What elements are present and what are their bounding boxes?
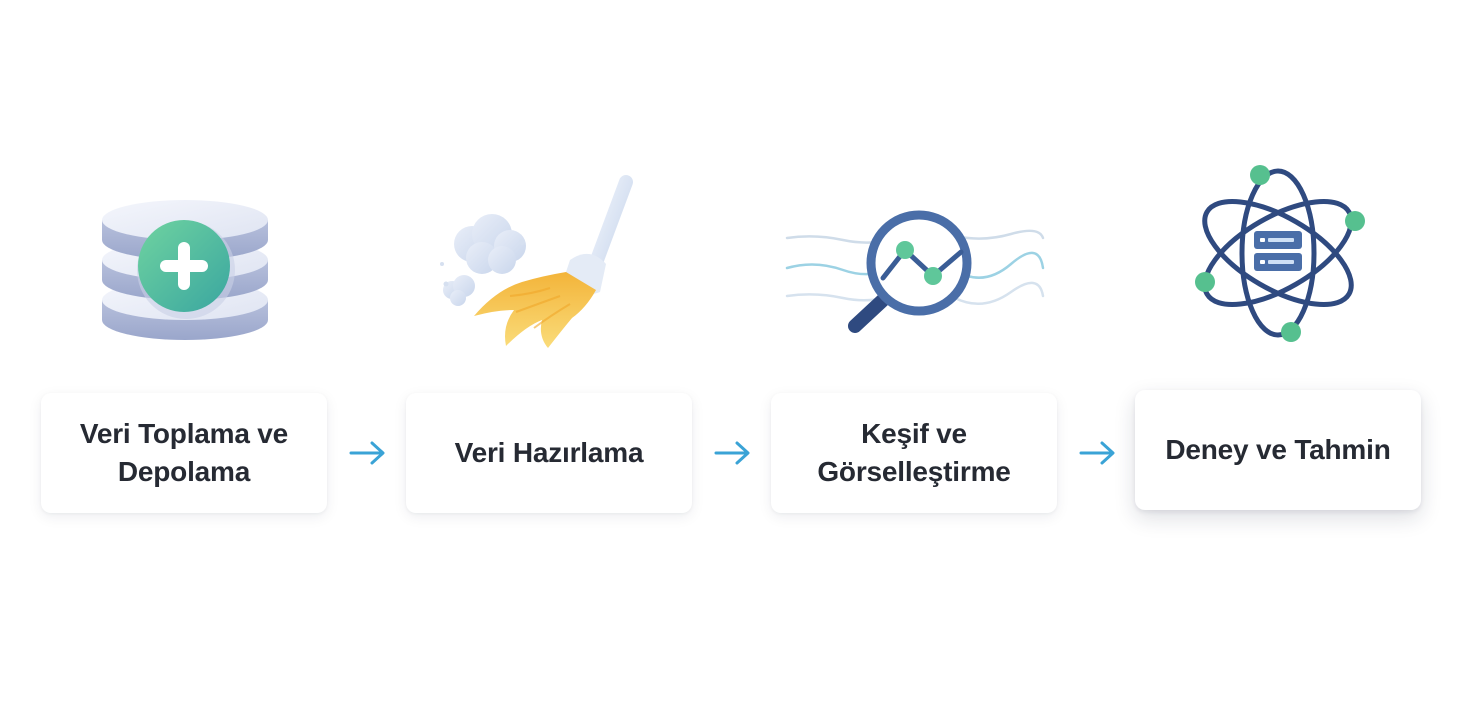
magnifier-chart-icon bbox=[785, 160, 1047, 350]
arrow-right-icon bbox=[713, 438, 753, 468]
step-label: Veri Hazırlama bbox=[454, 437, 644, 468]
step-card-kesif: Keşif ve Görselleştirme bbox=[771, 393, 1057, 513]
arrow-right-icon bbox=[348, 438, 388, 468]
step-card-veri-hazirlama: Veri Hazırlama bbox=[406, 393, 692, 513]
step-label: Deney ve Tahmin bbox=[1165, 434, 1391, 465]
step-card-deney-tahmin: Deney ve Tahmin bbox=[1135, 390, 1421, 510]
step-label: Keşif ve Görselleştirme bbox=[817, 418, 1011, 487]
step-card-veri-toplama: Veri Toplama ve Depolama bbox=[41, 393, 327, 513]
atom-server-icon bbox=[1188, 160, 1368, 350]
arrow-right-icon bbox=[1078, 438, 1118, 468]
broom-icon bbox=[430, 160, 650, 350]
database-add-icon bbox=[95, 160, 275, 350]
step-label: Veri Toplama ve Depolama bbox=[79, 418, 289, 487]
